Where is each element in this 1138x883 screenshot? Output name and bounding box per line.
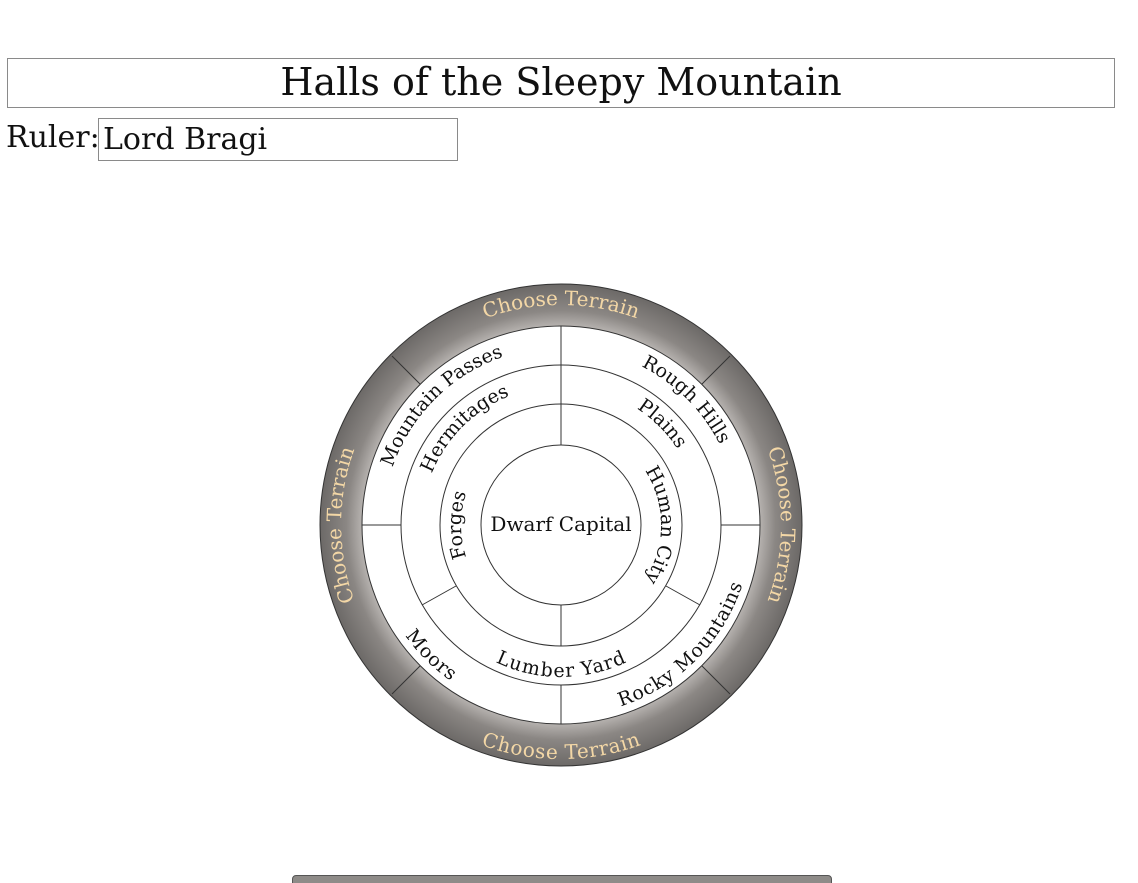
- middle-ring-dividers: [421, 365, 701, 606]
- bottom-panel-edge: [292, 875, 832, 883]
- realm-title-field[interactable]: Halls of the Sleepy Mountain: [7, 58, 1115, 108]
- region-dwarf-capital[interactable]: Dwarf Capital: [490, 512, 631, 536]
- ruler-name-input[interactable]: [98, 118, 458, 161]
- ruler-label: Ruler:: [6, 120, 100, 155]
- outer-ring-dividers: [362, 326, 760, 724]
- terrain-dividers: [391, 355, 731, 695]
